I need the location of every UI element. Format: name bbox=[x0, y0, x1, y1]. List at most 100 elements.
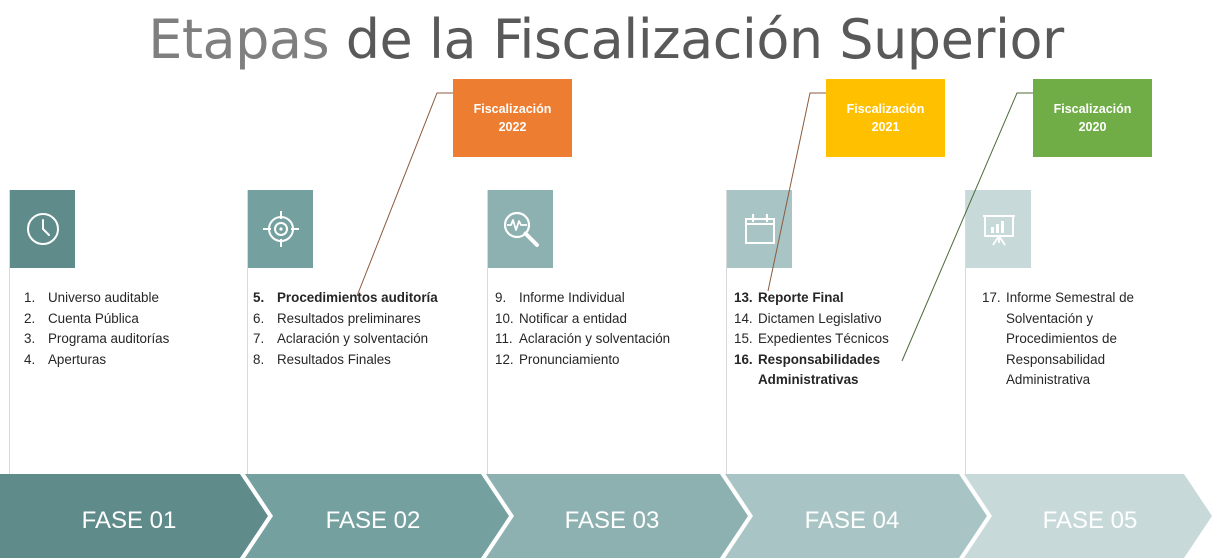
list-item: 15. Expedientes Técnicos bbox=[734, 329, 889, 350]
item-text: Administrativas bbox=[758, 372, 859, 387]
phase-01-icon-box bbox=[10, 190, 75, 268]
item-number: 17. bbox=[982, 290, 1001, 305]
phase-04-list: 13. Reporte Final 14. Dictamen Legislativo… bbox=[734, 288, 889, 391]
list-item: 9. Informe Individual bbox=[495, 288, 670, 309]
phase-03-label: FASE 03 bbox=[565, 507, 660, 534]
item-text: Resultados preliminares bbox=[277, 310, 421, 326]
list-item: 12. Pronunciamiento bbox=[495, 350, 670, 371]
phase-divider bbox=[965, 190, 966, 475]
callout-fiscalizacion-2021: Fiscalización 2021 bbox=[826, 79, 945, 157]
phase-01-chevron bbox=[0, 474, 268, 558]
item-number: 10. bbox=[495, 310, 514, 326]
title-part1: Etapas bbox=[148, 8, 330, 71]
item-text: Solventación y bbox=[1006, 310, 1094, 326]
list-item: Procedimientos de bbox=[982, 329, 1134, 350]
item-text: Reporte Final bbox=[758, 290, 844, 305]
item-text: Informe Semestral de bbox=[1006, 290, 1135, 305]
item-number: 16. bbox=[734, 351, 753, 367]
callout-fiscalizacion-2022: Fiscalización 2022 bbox=[453, 79, 572, 157]
item-text: Programa auditorías bbox=[48, 331, 170, 346]
item-number: 2. bbox=[24, 310, 36, 326]
phase-03-icon-box bbox=[488, 190, 553, 268]
list-item: Solventación y bbox=[982, 309, 1134, 330]
item-number: 7. bbox=[253, 331, 265, 346]
list-item: 16. Responsabilidades bbox=[734, 350, 889, 371]
phase-05-list: 17. Informe Semestral de Solventación y P… bbox=[982, 288, 1134, 391]
calendar-icon bbox=[744, 213, 775, 244]
phase-divider bbox=[487, 190, 488, 475]
item-text: Universo auditable bbox=[48, 290, 159, 305]
item-number: 8. bbox=[253, 351, 265, 367]
item-text: Procedimientos de bbox=[1006, 331, 1117, 346]
phase-02-icon-box bbox=[248, 190, 313, 268]
item-text: Responsabilidad bbox=[1006, 351, 1106, 367]
phase-05-chevron bbox=[964, 474, 1212, 558]
list-item: 4.Aperturas bbox=[24, 350, 169, 371]
phase-divider bbox=[9, 190, 10, 475]
list-item: 1. Universo auditable bbox=[24, 288, 169, 309]
item-text: Responsabilidades bbox=[758, 351, 881, 367]
item-number: 5. bbox=[253, 290, 265, 305]
callout-year: 2021 bbox=[871, 120, 900, 134]
item-text: Aclaración y solventación bbox=[519, 331, 671, 346]
phase-05-icon-box bbox=[966, 190, 1031, 268]
list-item: 10. Notificar a entidad bbox=[495, 309, 670, 330]
list-item: 2. Cuenta Pública bbox=[24, 309, 169, 330]
presentation-icon bbox=[982, 215, 1015, 246]
phase-04-chevron bbox=[725, 474, 987, 558]
phase-divider bbox=[726, 190, 727, 475]
phase-03-chevron bbox=[486, 474, 748, 558]
callout-leader-2020 bbox=[901, 92, 1033, 362]
item-text: Informe Individual bbox=[519, 290, 625, 305]
list-item: Administrativa bbox=[982, 370, 1134, 391]
list-item: 11. Aclaración y solventación bbox=[495, 329, 670, 350]
item-text: Procedimientos auditoría bbox=[277, 290, 438, 305]
phase-02-list: 5. Procedimientos auditoría 6. Resultados … bbox=[253, 288, 438, 370]
item-text: Resultados Finales bbox=[277, 351, 391, 367]
item-text: Pronunciamiento bbox=[519, 351, 620, 367]
callout-leader-2021 bbox=[767, 92, 826, 292]
page-title: Etapas de la Fiscalización Superior bbox=[0, 8, 1212, 71]
item-number: 11. bbox=[495, 331, 513, 346]
list-item: 8. Resultados Finales bbox=[253, 350, 438, 371]
item-number: 13. bbox=[734, 290, 753, 305]
item-number: 6. bbox=[253, 310, 265, 326]
callout-title: Fiscalización bbox=[1053, 102, 1132, 116]
item-number: 9. bbox=[495, 290, 507, 305]
list-item: 14. Dictamen Legislativo bbox=[734, 309, 889, 330]
phase-04-label: FASE 04 bbox=[805, 507, 900, 534]
phase-02-chevron bbox=[245, 474, 509, 558]
callout-title: Fiscalización bbox=[473, 102, 552, 116]
item-number: 12. bbox=[495, 351, 514, 367]
callout-fiscalizacion-2020: Fiscalización 2020 bbox=[1033, 79, 1152, 157]
callout-year: 2022 bbox=[498, 120, 527, 134]
phase-05-label: FASE 05 bbox=[1043, 507, 1138, 534]
item-text: Administrativa bbox=[1006, 372, 1091, 387]
item-text: Dictamen Legislativo bbox=[758, 310, 882, 326]
title-part2: de la Fiscalización Superior bbox=[329, 8, 1064, 71]
item-number: 14. bbox=[734, 310, 753, 326]
magnifier-pulse-icon bbox=[503, 211, 539, 247]
callout-leader-2022 bbox=[356, 92, 453, 297]
item-text: Expedientes Técnicos bbox=[758, 331, 889, 346]
item-number: 3. bbox=[24, 331, 36, 346]
item-text: Notificar a entidad bbox=[519, 310, 627, 326]
target-icon bbox=[262, 211, 299, 247]
list-item: 13. Reporte Final bbox=[734, 288, 889, 309]
phase-01-label: FASE 01 bbox=[82, 507, 177, 534]
item-text: Cuenta Pública bbox=[48, 310, 139, 326]
item-text: Aperturas bbox=[48, 351, 107, 367]
list-item: 7. Aclaración y solventación bbox=[253, 329, 438, 350]
clock-icon bbox=[26, 213, 59, 245]
item-text: Aclaración y solventación bbox=[277, 331, 429, 346]
item-number: 1. bbox=[24, 290, 36, 305]
phase-02-label: FASE 02 bbox=[326, 507, 421, 534]
phase-divider bbox=[247, 190, 248, 475]
phase-01-list: 1. Universo auditable 2. Cuenta Pública 3.… bbox=[24, 288, 169, 370]
list-item: Administrativas bbox=[734, 370, 889, 391]
list-item: 3. Programa auditorías bbox=[24, 329, 169, 350]
list-item: 6. Resultados preliminares bbox=[253, 309, 438, 330]
callout-year: 2020 bbox=[1078, 120, 1107, 134]
callout-title: Fiscalización bbox=[846, 102, 925, 116]
item-number: 15. bbox=[734, 331, 753, 346]
